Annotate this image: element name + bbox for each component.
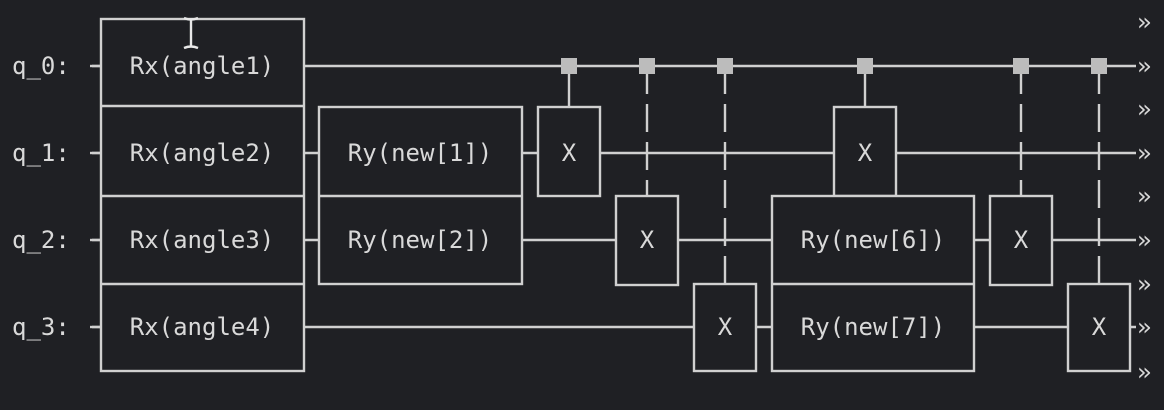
gate-label-ry-q2: Ry(new[2]) xyxy=(348,226,493,254)
control-dot-icon xyxy=(717,58,733,74)
qubit-label-q2: q_2: xyxy=(12,226,70,254)
continuation-markers: » » » » » » » » » xyxy=(1137,8,1151,386)
x-gate-q2-b xyxy=(988,194,1054,287)
x-gate-q3-a xyxy=(692,282,758,373)
gate-label-rx-q1: Rx(angle2) xyxy=(130,139,275,167)
x-gate-q2-a xyxy=(614,194,680,287)
gate-label-x: X xyxy=(1092,313,1107,341)
rx-gate-block xyxy=(90,17,306,373)
x-gate-q1-b xyxy=(832,105,898,198)
control-dot-icon xyxy=(857,58,873,74)
ry-gate-block-2 xyxy=(770,194,976,373)
gate-label-x: X xyxy=(1014,226,1029,254)
control-dot-icon xyxy=(1091,58,1107,74)
continuation-marker: » xyxy=(1137,139,1151,167)
continuation-marker: » xyxy=(1137,52,1151,80)
x-gate-q1-a xyxy=(536,105,602,198)
gate-label-rx-q2: Rx(angle3) xyxy=(130,226,275,254)
gate-label-x: X xyxy=(640,226,655,254)
continuation-marker: » xyxy=(1137,226,1151,254)
gate-label-x: X xyxy=(718,313,733,341)
ry-gate-block-1 xyxy=(317,105,524,286)
gate-label-ry-q1: Ry(new[1]) xyxy=(348,139,493,167)
continuation-marker: » xyxy=(1137,95,1151,123)
continuation-marker: » xyxy=(1137,358,1151,386)
text-cursor-icon xyxy=(183,16,199,50)
qubit-label-q3: q_3: xyxy=(12,313,70,341)
continuation-marker: » xyxy=(1137,8,1151,36)
continuation-marker: » xyxy=(1137,313,1151,341)
gate-label-x: X xyxy=(562,139,577,167)
gate-label-ry-q3-b: Ry(new[7]) xyxy=(801,313,946,341)
gate-label-rx-q0: Rx(angle1) xyxy=(130,52,275,80)
control-dot-icon xyxy=(1013,58,1029,74)
x-gate-q3-b xyxy=(1066,282,1132,373)
gate-label-x: X xyxy=(858,139,873,167)
gate-label-ry-q2-b: Ry(new[6]) xyxy=(801,226,946,254)
continuation-marker: » xyxy=(1137,270,1151,298)
control-dots xyxy=(561,58,1107,74)
control-dot-icon xyxy=(561,58,577,74)
gate-label-rx-q3: Rx(angle4) xyxy=(130,313,275,341)
qubit-label-q1: q_1: xyxy=(12,139,70,167)
continuation-marker: » xyxy=(1137,182,1151,210)
control-dot-icon xyxy=(639,58,655,74)
qubit-label-q0: q_0: xyxy=(12,52,70,80)
